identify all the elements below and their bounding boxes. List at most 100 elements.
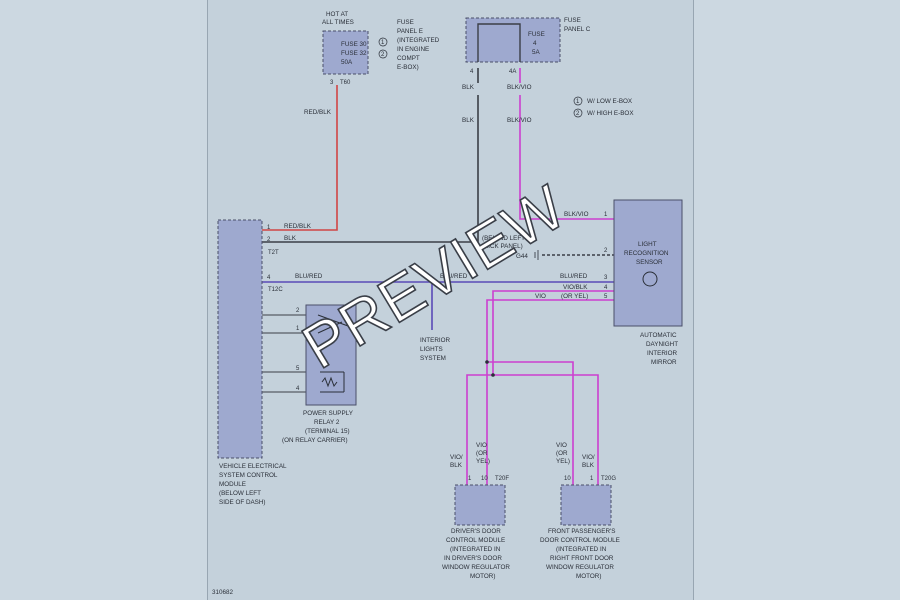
wire-blk-ground — [262, 68, 479, 243]
vscm-label-2: MODULE — [219, 481, 246, 488]
sensor-pin-4: 4 — [604, 285, 608, 291]
hot-label-0: HOT AT — [326, 11, 348, 18]
driver-label-3: IN DRIVER'S DOOR — [444, 555, 502, 562]
driver-wire-left-0: VIO/ — [450, 454, 463, 461]
fuse-e-panel-3: IN ENGINE — [397, 46, 429, 53]
vscm-box — [217, 219, 263, 459]
fuse-e-panel-2: (INTEGRATED — [397, 37, 440, 44]
sensor-pin-2: 2 — [604, 248, 608, 254]
wire-vio-blk — [466, 290, 614, 485]
sensor-diode — [642, 271, 658, 287]
vscm-label-0: VEHICLE ELECTRICAL — [219, 463, 287, 470]
wire-blk-vio — [519, 68, 614, 220]
relay-pin-4: 4 — [296, 386, 300, 392]
wire-label-blkvio-2: BLK/VIO — [507, 117, 532, 124]
legend-1-text: W/ LOW E-BOX — [587, 98, 633, 105]
legend-1-circle — [573, 96, 583, 106]
vscm-label-4: SIDE OF DASH) — [219, 499, 266, 506]
driver-label-4: WINDOW REGULATOR — [442, 564, 510, 571]
driver-label-5: MOTOR) — [470, 573, 495, 580]
fuse-e-line-0: FUSE 30 — [341, 41, 367, 48]
sensor-label-0: LIGHT — [638, 241, 657, 248]
ground-label-0: (BEHIND LEFT — [482, 235, 525, 242]
wire-vio — [486, 299, 614, 485]
driver-wire-right-0: VIO — [476, 442, 487, 449]
driver-connector: T20F — [495, 476, 509, 482]
pass-label-0: FRONT PASSENGER'S — [548, 528, 615, 535]
legend-2-circle — [573, 108, 583, 118]
fuse-c-fuse-0: FUSE — [528, 31, 545, 38]
fuse-c-pin-4: 4 — [470, 69, 474, 75]
pass-wire-left-2: YEL) — [556, 458, 570, 465]
wire-label-blkvio-1: BLK/VIO — [507, 84, 532, 91]
sensor-pin-1: 1 — [604, 212, 608, 218]
sensor-pin-3: 3 — [604, 275, 608, 281]
relay-label-1: RELAY 2 — [314, 419, 340, 426]
marker-1: 1 — [381, 40, 385, 46]
sensor-pin-5: 5 — [604, 294, 608, 300]
passenger-door-box — [560, 484, 612, 526]
fuse-panel-c-box — [465, 17, 561, 63]
ground-symbol — [534, 250, 539, 260]
driver-pin-right: 10 — [481, 476, 488, 482]
fuse-e-panel-4: COMPT — [397, 55, 420, 62]
fuse-e-line-1: FUSE 32 — [341, 50, 367, 57]
fuse-c-panel-0: FUSE — [564, 17, 581, 24]
sensor-box — [613, 199, 683, 327]
interior-lights-0: INTERIOR — [420, 337, 451, 344]
relay-coil — [321, 376, 338, 388]
mirror-label-1: DAYNIGHT — [646, 341, 678, 348]
driver-pin-left: 1 — [468, 476, 472, 482]
legend-1-num: 1 — [576, 99, 580, 105]
fuse-e-panel-0: FUSE — [397, 19, 414, 26]
fuse-e-panel-5: E-BOX) — [397, 64, 419, 71]
fuse-e-pin: 3 — [330, 80, 334, 86]
sensor-label-2: SENSOR — [636, 259, 663, 266]
vscm-label-1: SYSTEM CONTROL — [219, 472, 278, 479]
legend-2-num: 2 — [576, 111, 580, 117]
ground-id: G44 — [516, 253, 528, 260]
relay-leads — [262, 314, 306, 393]
relay-pin-5: 5 — [296, 366, 300, 372]
fuse-c-fuse-1: 4 — [533, 40, 537, 47]
wire-label-redblk-vscm: RED/BLK — [284, 223, 312, 230]
wire-red-blk — [262, 85, 338, 231]
driver-wire-left-1: BLK — [450, 462, 463, 469]
splices — [430, 280, 495, 377]
relay-box — [305, 304, 357, 406]
pass-wire-left-0: VIO — [556, 442, 567, 449]
driver-label-0: DRIVER'S DOOR — [451, 528, 501, 535]
driver-door-box — [454, 484, 506, 526]
pass-label-4: WINDOW REGULATOR — [546, 564, 614, 571]
vscm-pin-4: 4 — [267, 275, 271, 281]
wire-label-or-yel: (OR YEL) — [561, 293, 588, 300]
wire-label-blk-1: BLK — [462, 84, 475, 91]
pass-pin-right: 1 — [590, 476, 594, 482]
legend-2-text: W/ HIGH E-BOX — [587, 110, 634, 117]
wire-label-red-blk: RED/BLK — [304, 109, 332, 116]
fuse-e-panel-1: PANEL E — [397, 28, 423, 35]
pass-label-1: DOOR CONTROL MODULE — [540, 537, 620, 544]
relay-label-3: (ON RELAY CARRIER) — [282, 437, 348, 444]
fuse-c-panel-1: PANEL C — [564, 26, 591, 33]
wire-label-vio-blk: VIO/BLK — [563, 284, 588, 291]
fuse-e-line-2: 50A — [341, 59, 353, 66]
vscm-pin-2: 2 — [267, 237, 271, 243]
relay-pin-1: 1 — [296, 326, 300, 332]
driver-wire-right-1: (OR — [476, 450, 488, 457]
pass-connector: T20G — [601, 476, 616, 482]
driver-label-2: (INTEGRATED IN — [450, 546, 501, 553]
pass-wire-left-1: (OR — [556, 450, 568, 457]
wires — [262, 68, 614, 485]
wire-label-blu-red-3: BLU/RED — [560, 273, 588, 280]
marker-1-circle — [378, 37, 388, 47]
driver-wire-right-2: YEL) — [476, 458, 490, 465]
marker-2: 2 — [381, 52, 385, 58]
fuse-c-element — [477, 23, 521, 62]
vscm-connector-top: T2T — [268, 250, 279, 256]
vscm-connector-mid: T12C — [268, 287, 283, 293]
mirror-label-2: INTERIOR — [647, 350, 678, 357]
pass-pin-left: 10 — [564, 476, 571, 482]
pass-wire-right-0: VIO/ — [582, 454, 595, 461]
